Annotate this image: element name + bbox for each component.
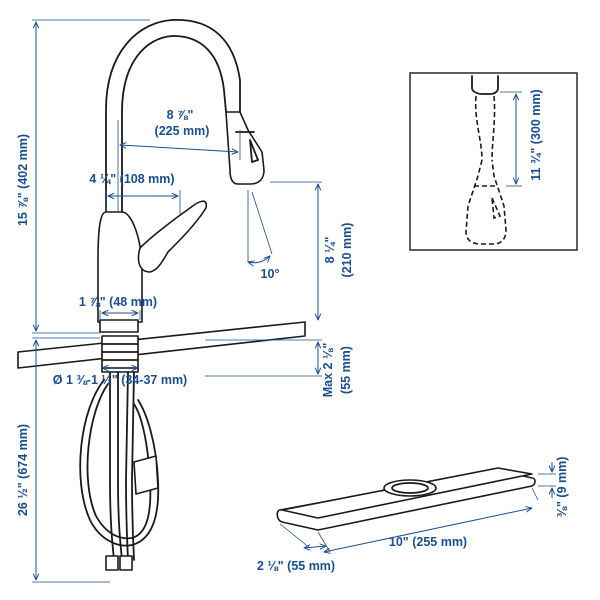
spout-height-label: 8 ¼" (323, 237, 337, 264)
plate-thickness-label: ⅜" (9 mm) (555, 457, 569, 518)
spout-height-mm-label: (210 mm) (340, 223, 354, 278)
deck-plate (276, 467, 536, 531)
faucet-spout (105, 19, 265, 213)
hose-length-label: 26 ½" (674 mm) (16, 424, 30, 516)
supply-hoses (79, 371, 160, 571)
base-width-label: 1 ⅞" (48 mm) (79, 295, 157, 309)
faucet-body (97, 200, 208, 333)
faucet-drawing (17, 19, 306, 571)
body-to-lever-label: 4 ¼" (108 mm) (89, 172, 174, 186)
pullout-inset: 11 ¾" (300 mm) (409, 72, 578, 251)
reach-label: 8 ⅞" (167, 108, 194, 122)
plate-dimension-lines (279, 462, 556, 552)
max-deck-mm-label: (55 mm) (339, 346, 353, 394)
total-height-label: 15 ⅞" (402 mm) (16, 134, 30, 226)
plate-length-label: 10" (255 mm) (389, 535, 467, 549)
pullout-label: 11 ¾" (300 mm) (529, 89, 543, 180)
faucet-dimension-lines (32, 19, 322, 583)
hole-diameter-label: Ø 1 ⅜-1 ½" (34-37 mm) (53, 373, 187, 387)
plate-dimension-labels: ⅜" (9 mm) 2 ⅛" (55 mm) 10" (255 mm) (257, 457, 569, 573)
plate-depth-label: 2 ⅛" (55 mm) (257, 559, 335, 573)
reach-mm-label: (225 mm) (155, 124, 210, 138)
inset-frame (409, 72, 578, 251)
max-deck-label: Max 2 ⅛" (321, 343, 335, 398)
faucet-dimension-labels: 15 ⅞" (402 mm) 26 ½" (674 mm) 8 ⅞" (225 … (16, 108, 354, 516)
angle-label: 10° (261, 267, 280, 281)
mounting-shank (101, 335, 139, 373)
countertop (17, 321, 306, 369)
